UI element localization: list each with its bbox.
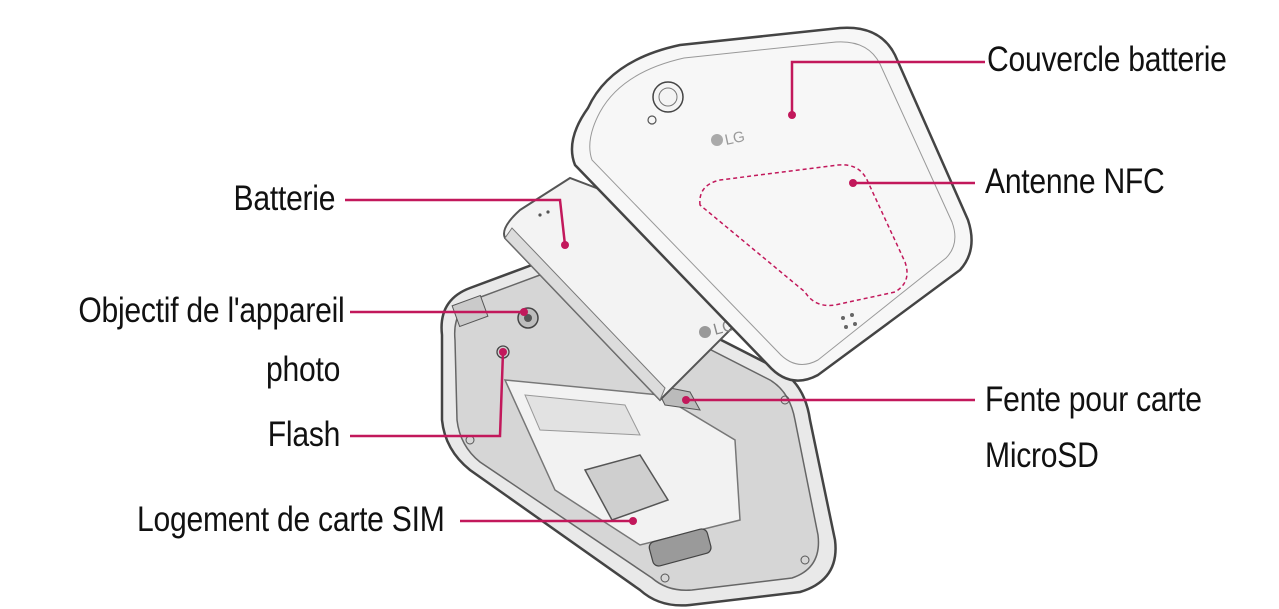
label-battery: Batterie <box>233 179 335 218</box>
label-flash: Flash <box>267 415 341 454</box>
label-microsd-line1: Fente pour carte <box>985 380 1202 419</box>
label-camera-lens-line2: photo <box>265 350 340 389</box>
cover-brand-mark: LG <box>723 128 746 149</box>
battery-cover-illustration: LG <box>570 26 973 382</box>
label-microsd-line2: MicroSD <box>985 436 1099 475</box>
label-sim-slot: Logement de carte SIM <box>137 500 446 539</box>
leader-dots <box>499 111 857 525</box>
phone-body <box>440 258 837 607</box>
nfc-antenna-outline <box>699 164 908 307</box>
label-camera-lens-line1: Objectif de l'appareil <box>77 291 344 330</box>
leader-lines <box>345 60 985 523</box>
label-battery-cover: Couvercle batterie <box>987 40 1227 79</box>
label-nfc-antenna: Antenne NFC <box>985 162 1165 201</box>
